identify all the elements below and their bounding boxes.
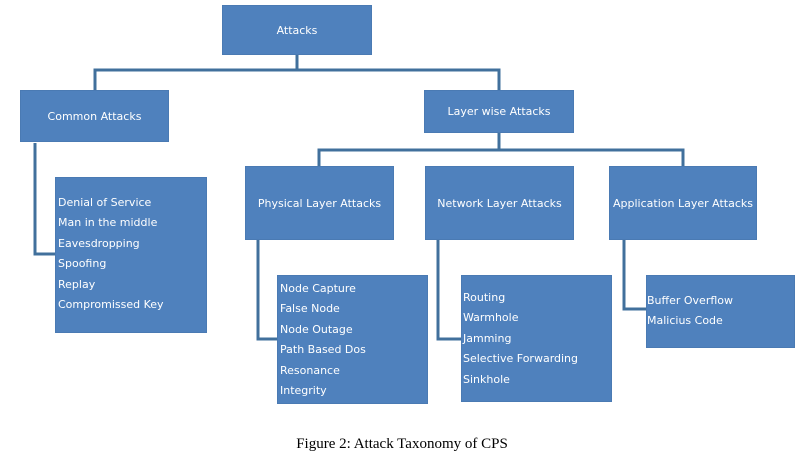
- connector-root-to-level1: [93, 55, 501, 90]
- physical-attack-item: Path Based Dos: [280, 343, 366, 357]
- physical-attack-item: Node Outage: [280, 322, 353, 336]
- connector-common-list: [33, 143, 59, 256]
- network-layer-attacks-list: Routing Warmhole Jamming Selective Forwa…: [461, 275, 612, 402]
- common-attacks-label: Common Attacks: [47, 109, 142, 123]
- root-attacks-label: Attacks: [276, 23, 318, 37]
- application-layer-attacks-label: Application Layer Attacks: [613, 196, 753, 210]
- common-attack-item: Denial of Service: [58, 196, 152, 209]
- connector-network-list: [436, 240, 463, 341]
- figure-caption: Figure 2: Attack Taxonomy of CPS: [296, 436, 508, 452]
- application-attack-item: Buffer Overflow: [647, 294, 733, 307]
- layer-wise-attacks-label: Layer wise Attacks: [447, 105, 551, 118]
- connector-physical-list: [256, 240, 281, 341]
- network-attack-item: Warmhole: [463, 311, 519, 325]
- application-layer-attacks-box: Application Layer Attacks: [609, 166, 757, 240]
- network-attack-item: Sinkhole: [463, 372, 510, 386]
- application-layer-attacks-list: Buffer Overflow Malicius Code: [646, 275, 795, 348]
- network-layer-attacks-box: Network Layer Attacks: [425, 166, 574, 240]
- connector-layerwise-to-layers: [317, 133, 685, 166]
- network-attack-item: Selective Forwarding: [463, 352, 579, 366]
- common-attacks-list: Denial of Service Man in the middle Eave…: [55, 177, 207, 333]
- application-attack-item: Malicius Code: [647, 314, 723, 328]
- common-attack-item: Spoofing: [58, 257, 107, 271]
- physical-attack-item: False Node: [280, 302, 340, 316]
- physical-layer-attacks-list: Node Capture False Node Node Outage Path…: [277, 275, 428, 404]
- common-attack-item: Compromissed Key: [58, 297, 164, 311]
- network-attack-item: Jamming: [463, 331, 512, 345]
- physical-attack-item: Integrity: [280, 383, 327, 397]
- connector-application-list: [622, 240, 648, 311]
- physical-layer-attacks-box: Physical Layer Attacks: [245, 166, 394, 240]
- physical-attack-item: Resonance: [280, 363, 340, 377]
- layer-wise-attacks-box: Layer wise Attacks: [424, 90, 574, 133]
- network-layer-attacks-label: Network Layer Attacks: [437, 196, 562, 210]
- network-attack-item: Routing: [463, 291, 506, 304]
- common-attack-item: Man in the middle: [58, 216, 158, 230]
- physical-layer-attacks-label: Physical Layer Attacks: [257, 196, 382, 210]
- common-attacks-box: Common Attacks: [20, 90, 169, 142]
- common-attack-item: Eavesdropping: [58, 236, 140, 250]
- common-attack-item: Replay: [58, 277, 96, 291]
- root-attacks-box: Attacks: [222, 5, 372, 55]
- physical-attack-item: Node Capture: [280, 282, 356, 295]
